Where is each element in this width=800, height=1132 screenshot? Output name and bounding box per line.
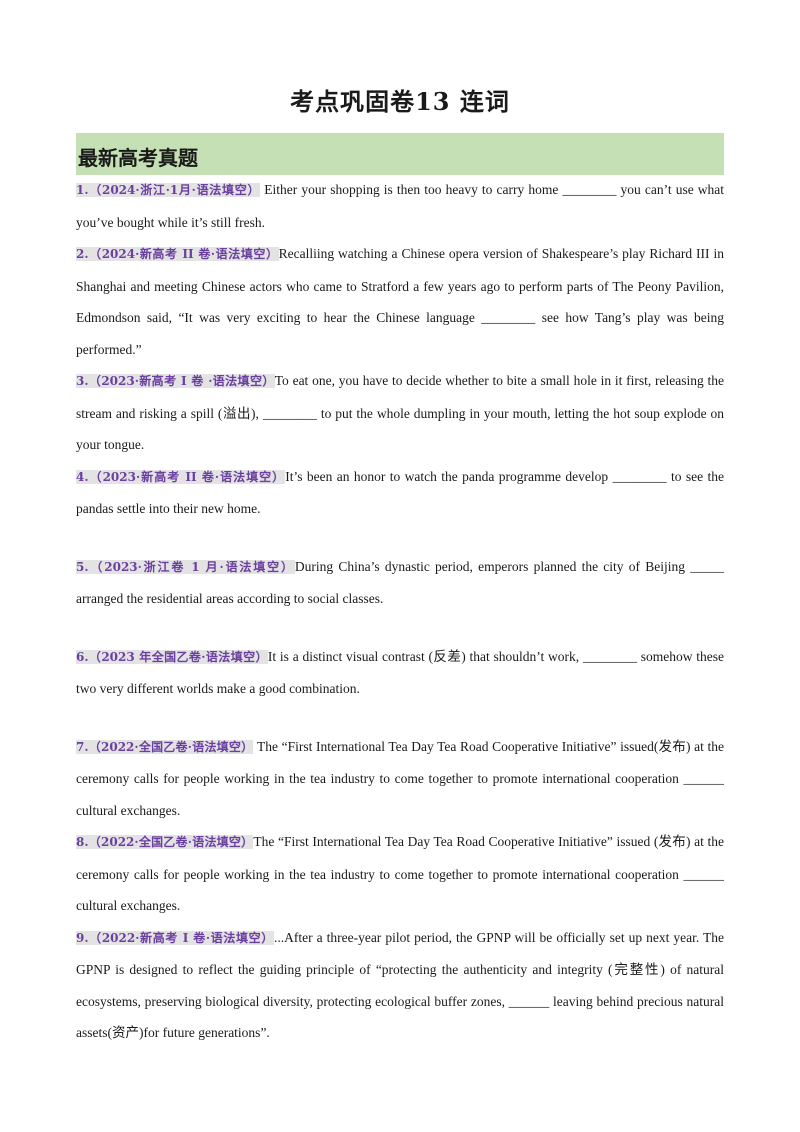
question-text: Recalliing watching a Chinese opera vers… <box>76 246 724 325</box>
spacer <box>76 705 724 731</box>
question-9: 9.（2022·新高考 I 卷·语法填空）...After a three-ye… <box>76 922 724 1049</box>
answer-blank[interactable]: ________ <box>262 405 317 421</box>
answer-blank[interactable]: ________ <box>562 182 617 197</box>
section-banner: 最新高考真题 <box>76 133 724 175</box>
section-heading: 最新高考真题 <box>78 146 198 170</box>
question-text: To eat one, you have to decide whether t… <box>76 373 724 421</box>
question-source: 2.（2024·新高考 II 卷·语法填空） <box>76 247 279 261</box>
spacer <box>76 525 724 551</box>
question-text: It is a distinct visual contrast (反差) th… <box>267 648 580 664</box>
question-text: to put the whole dumpling in your mouth,… <box>76 405 725 453</box>
question-source: 4.（2023·新高考 II 卷·语法填空） <box>76 469 286 484</box>
question-text: cultural exchanges. <box>76 802 181 818</box>
question-3: 3.（2023·新高考 I 卷 ·语法填空）To eat one, you ha… <box>76 365 724 461</box>
answer-blank[interactable]: ______ <box>508 993 550 1009</box>
question-text: cultural exchanges. <box>76 898 181 913</box>
question-text: During China’s dynastic period, emperors… <box>294 558 686 574</box>
answer-blank[interactable]: ______ <box>683 866 725 882</box>
question-source: 5.（2023·浙江卷 1 月·语法填空） <box>76 559 295 574</box>
question-4: 4.（2023·新高考 II 卷·语法填空）It’s been an honor… <box>76 461 724 525</box>
question-5: 5.（2023·浙江卷 1 月·语法填空）During China’s dyna… <box>76 551 724 615</box>
question-text: see how Tang’s play was being performed.… <box>76 310 725 357</box>
question-6: 6.（2023 年全国乙卷·语法填空）It is a distinct visu… <box>76 641 724 705</box>
answer-blank[interactable]: ________ <box>582 648 637 664</box>
question-text: to see the pandas settle into their new … <box>76 468 725 517</box>
question-source: 8.（2022·全国乙卷·语法填空） <box>76 835 254 849</box>
question-text: you can’t use what you’ve bought while i… <box>76 182 725 230</box>
question-2: 2.（2024·新高考 II 卷·语法填空）Recalliing watchin… <box>76 238 724 365</box>
question-source: 1.（2024·浙江·1月·语法填空） <box>76 183 261 197</box>
question-text: somehow these two very different worlds … <box>76 648 725 697</box>
question-text: The “First International Tea Day Tea Roa… <box>76 834 724 882</box>
question-text: Either your shopping is then too heavy t… <box>264 182 559 197</box>
question-text: leaving behind precious natural assets(资… <box>76 993 725 1041</box>
answer-blank[interactable]: ________ <box>481 310 536 325</box>
answer-blank[interactable]: ________ <box>612 468 667 484</box>
question-text: arranged the residential areas according… <box>76 591 384 606</box>
question-source: 9.（2022·新高考 I 卷·语法填空） <box>76 930 274 945</box>
question-text: The “First International Tea Day Tea Roa… <box>76 738 725 787</box>
answer-blank[interactable]: ______ <box>683 771 725 786</box>
question-text: It’s been an honor to watch the panda pr… <box>285 468 609 484</box>
question-7: 7.（2022·全国乙卷·语法填空） The “First Internatio… <box>76 731 724 827</box>
answer-blank[interactable]: _____ <box>690 558 724 574</box>
question-list: 1.（2024·浙江·1月·语法填空） Either your shopping… <box>76 174 724 1049</box>
question-8: 8.（2022·全国乙卷·语法填空）The “First Internation… <box>76 826 724 922</box>
question-source: 3.（2023·新高考 I 卷 ·语法填空） <box>76 374 275 388</box>
question-text: ...After a three-year pilot period, the … <box>76 929 724 1009</box>
question-source: 7.（2022·全国乙卷·语法填空） <box>76 739 254 754</box>
question-1: 1.（2024·浙江·1月·语法填空） Either your shopping… <box>76 174 724 238</box>
question-source: 6.（2023 年全国乙卷·语法填空） <box>76 649 268 664</box>
page-title: 考点巩固卷13 连词 <box>290 87 510 116</box>
spacer <box>76 615 724 641</box>
